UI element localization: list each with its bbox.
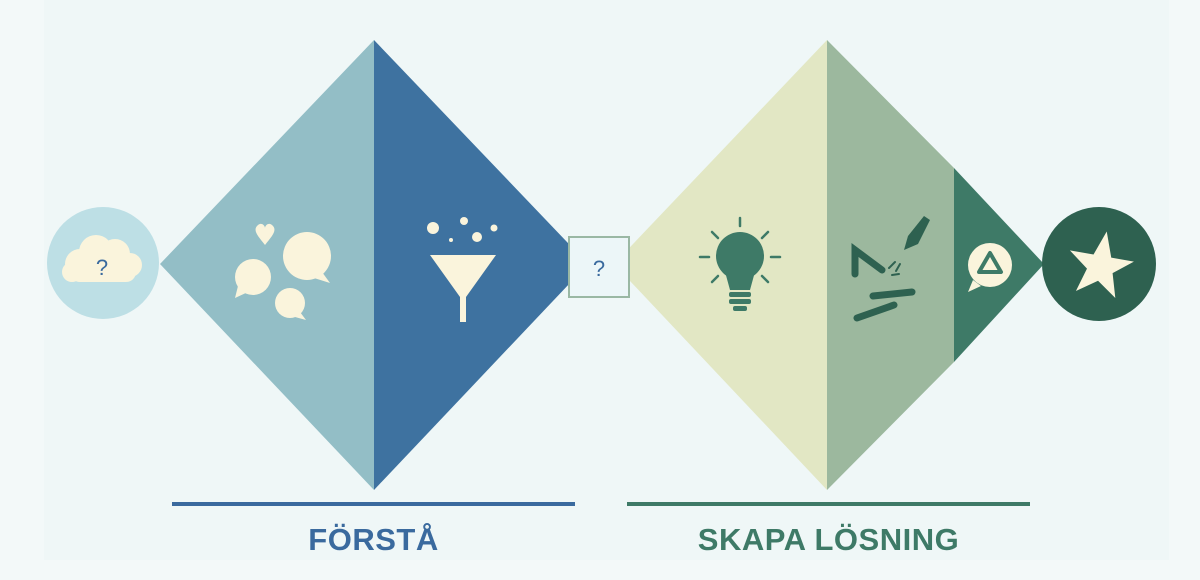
middle-question-box: ? [568,236,630,298]
funnel-icon [427,217,498,322]
lightbulb-icon [698,216,782,311]
start-question-mark: ? [96,255,108,280]
building-pencil-icon [851,216,930,322]
phase-label-create: SKAPA LÖSNING [697,522,960,557]
prototype-segment [827,40,954,490]
middle-question-mark: ? [593,256,605,281]
understand-phase-line [172,502,575,506]
speech-bubbles-heart-icon [235,223,331,320]
create-phase-line [627,502,1030,506]
star-icon [1069,231,1134,299]
end-circle [1042,207,1156,321]
start-circle: ? [47,207,159,319]
discover-triangle [160,40,374,490]
cloud-question-icon [62,235,142,282]
triangle-bubble-icon [968,243,1012,292]
phase-label-understand: FÖRSTÅ [308,522,439,557]
